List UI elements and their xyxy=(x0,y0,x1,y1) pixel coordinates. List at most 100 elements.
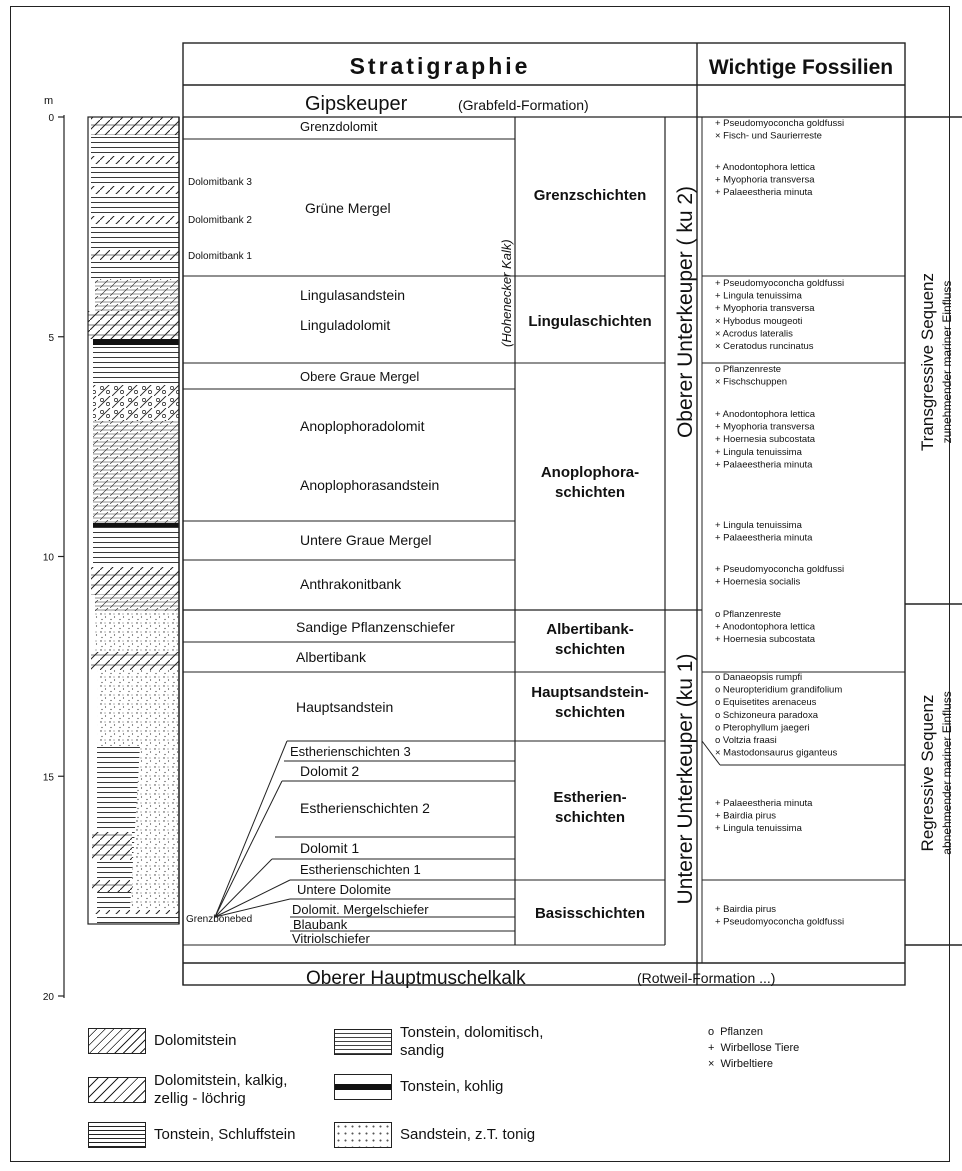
fossil-entry: + Pseudomyoconcha goldfussi xyxy=(715,564,844,575)
fossil-entry: × Fisch- und Saurierreste xyxy=(715,131,822,142)
figure-frame xyxy=(10,6,950,1162)
layer-label: Linguladolomit xyxy=(300,317,390,333)
fossil-entry: × Mastodonsaurus giganteus xyxy=(715,748,838,759)
legend-item: Tonstein, Schluffstein xyxy=(88,1122,295,1148)
litho-layer xyxy=(91,156,179,164)
layer-label: Vitriolschiefer xyxy=(292,931,370,946)
litho-layer xyxy=(92,880,132,892)
sandstone-swatch xyxy=(334,1122,392,1148)
dolomitbank-1-label: Dolomitbank 1 xyxy=(188,251,252,262)
layer-label: Grenzdolomit xyxy=(300,119,378,134)
fossil-entry: + Palaeestheria minuta xyxy=(715,187,813,198)
fossil-entry: + Pseudomyoconcha goldfussi xyxy=(715,917,844,928)
dolomitbank-2-label: Dolomitbank 2 xyxy=(188,215,252,226)
dolomite-swatch xyxy=(88,1028,146,1054)
fossil-entry: × Hybodus mougeoti xyxy=(715,316,802,327)
layer-label: Dolomit 2 xyxy=(300,763,359,779)
litho-layer xyxy=(93,527,179,567)
depth-tick-label: 20 xyxy=(43,992,55,1003)
layer-label: Anoplophoradolomit xyxy=(300,418,425,434)
legend-item: Tonstein, kohlig xyxy=(334,1074,503,1100)
layer-label: Albertibank xyxy=(296,649,367,665)
litho-layer xyxy=(91,216,179,224)
litho-layer xyxy=(92,910,179,914)
fossil-entry: o Neuropteridium grandifolium xyxy=(715,685,842,696)
plant-symbol: o xyxy=(708,1026,715,1038)
fossil-entry: o Pflanzenreste xyxy=(715,609,781,620)
fossil-entry: + Palaeestheria minuta xyxy=(715,459,813,470)
litho-layer xyxy=(93,345,179,385)
regressive-sequence-label: Regressive Sequenz xyxy=(918,695,937,852)
legend-label: Tonstein, dolomitisch, sandig xyxy=(400,1024,544,1059)
layer-label: Estherienschichten 3 xyxy=(290,744,411,759)
bottom-unit-sub: (Rotweil-Formation ...) xyxy=(637,970,775,986)
fossil-entry: + Hoernesia subcostata xyxy=(715,434,816,445)
group-label: schichten xyxy=(555,809,625,826)
symbol-label: Wirbellose Tiere xyxy=(720,1042,800,1054)
oberer-unterkeuper-label: Oberer Unterkeuper ( ku 2) xyxy=(674,186,697,438)
fossil-entry: o Voltzia fraasi xyxy=(715,735,777,746)
group-label: Grenzschichten xyxy=(534,187,647,204)
layer-label: Sandige Pflanzenschiefer xyxy=(296,619,455,635)
fossil-entry: + Palaeestheria minuta xyxy=(715,798,813,809)
fossil-entry: × Ceratodus runcinatus xyxy=(715,341,814,352)
fossil-entry: + Myophoria transversa xyxy=(715,175,815,186)
legend-label: Dolomitstein, kalkig, zellig - löchrig xyxy=(154,1072,288,1107)
regressive-sub-label: abnehmender mariner Einfluss xyxy=(940,691,954,854)
strat-table xyxy=(182,42,962,986)
litho-layer xyxy=(92,832,132,860)
legend-label: Sandstein, z.T. tonig xyxy=(400,1126,536,1143)
fossil-entry: + Pseudomyoconcha goldfussi xyxy=(715,118,844,129)
layer-label: Dolomit 1 xyxy=(300,840,359,856)
layer-label: Dolomit. Mergelschiefer xyxy=(292,902,429,917)
fossil-entry: o Pflanzenreste xyxy=(715,364,781,375)
litho-layer xyxy=(91,117,179,135)
header-stratigraphy: Stratigraphie xyxy=(350,53,531,79)
layer-label: Untere Dolomite xyxy=(297,882,391,897)
group-label: schichten xyxy=(555,704,625,721)
transgressive-sub-label: zunehmender mariner Einfluss xyxy=(940,281,954,444)
litho-layer xyxy=(97,746,140,910)
fossil-entry: + Myophoria transversa xyxy=(715,422,815,433)
symbol-label: Pflanzen xyxy=(720,1026,763,1038)
fossil-entry: + Lingula tenuissima xyxy=(715,520,803,531)
depth-tick-label: 15 xyxy=(43,772,55,783)
layer-label: Estherienschichten 2 xyxy=(300,800,430,816)
grenzbonebed-label: Grenzbonebed xyxy=(186,914,252,925)
fossil-entry: o Danaeopsis rumpfi xyxy=(715,672,802,683)
group-labels: GrenzschichtenLingulaschichtenAnoplophor… xyxy=(528,187,651,922)
litho-layer xyxy=(93,339,179,345)
group-label: Estherien- xyxy=(553,789,626,806)
litho-layer xyxy=(91,652,179,670)
symbol-row: + Wirbellose Tiere xyxy=(708,1040,799,1056)
litho-layer xyxy=(88,311,179,339)
dolomitbank-3-label: Dolomitbank 3 xyxy=(188,177,252,188)
group-label: Anoplophora- xyxy=(541,464,639,481)
layer-label: Obere Graue Mergel xyxy=(300,369,419,384)
fossil-entry: o Equisetites arenaceus xyxy=(715,697,817,708)
legend-label: Tonstein, Schluffstein xyxy=(154,1126,296,1143)
invertebrate-symbol: + xyxy=(708,1042,715,1054)
group-label: schichten xyxy=(555,641,625,658)
group-label: Lingulaschichten xyxy=(528,313,651,330)
legend-item: Dolomitstein, kalkig, zellig - löchrig xyxy=(88,1072,287,1108)
fossil-entry: + Palaeestheria minuta xyxy=(715,533,813,544)
litho-layer xyxy=(93,523,179,527)
dolomite-cellular-swatch xyxy=(88,1077,146,1103)
layer-label: Anoplophorasandstein xyxy=(300,477,439,493)
fossil-labels: + Pseudomyoconcha goldfussi × Fisch- und … xyxy=(715,118,844,928)
hohenecker-kalk-label: (Hohenecker Kalk) xyxy=(499,239,514,347)
depth-tick-label: 0 xyxy=(48,113,54,124)
litho-layer xyxy=(93,385,179,421)
bottom-unit-name: Oberer Hauptmuschelkalk xyxy=(306,968,526,989)
fossil-entry: + Lingula tenuissima xyxy=(715,823,803,834)
fossil-entry: + Anodontophora lettica xyxy=(715,162,816,173)
top-unit-sub: (Grabfeld-Formation) xyxy=(458,97,589,113)
fossil-entry: + Hoernesia socialis xyxy=(715,577,801,588)
litho-layer xyxy=(97,670,179,746)
legend-item: Sandstein, z.T. tonig xyxy=(334,1122,535,1148)
